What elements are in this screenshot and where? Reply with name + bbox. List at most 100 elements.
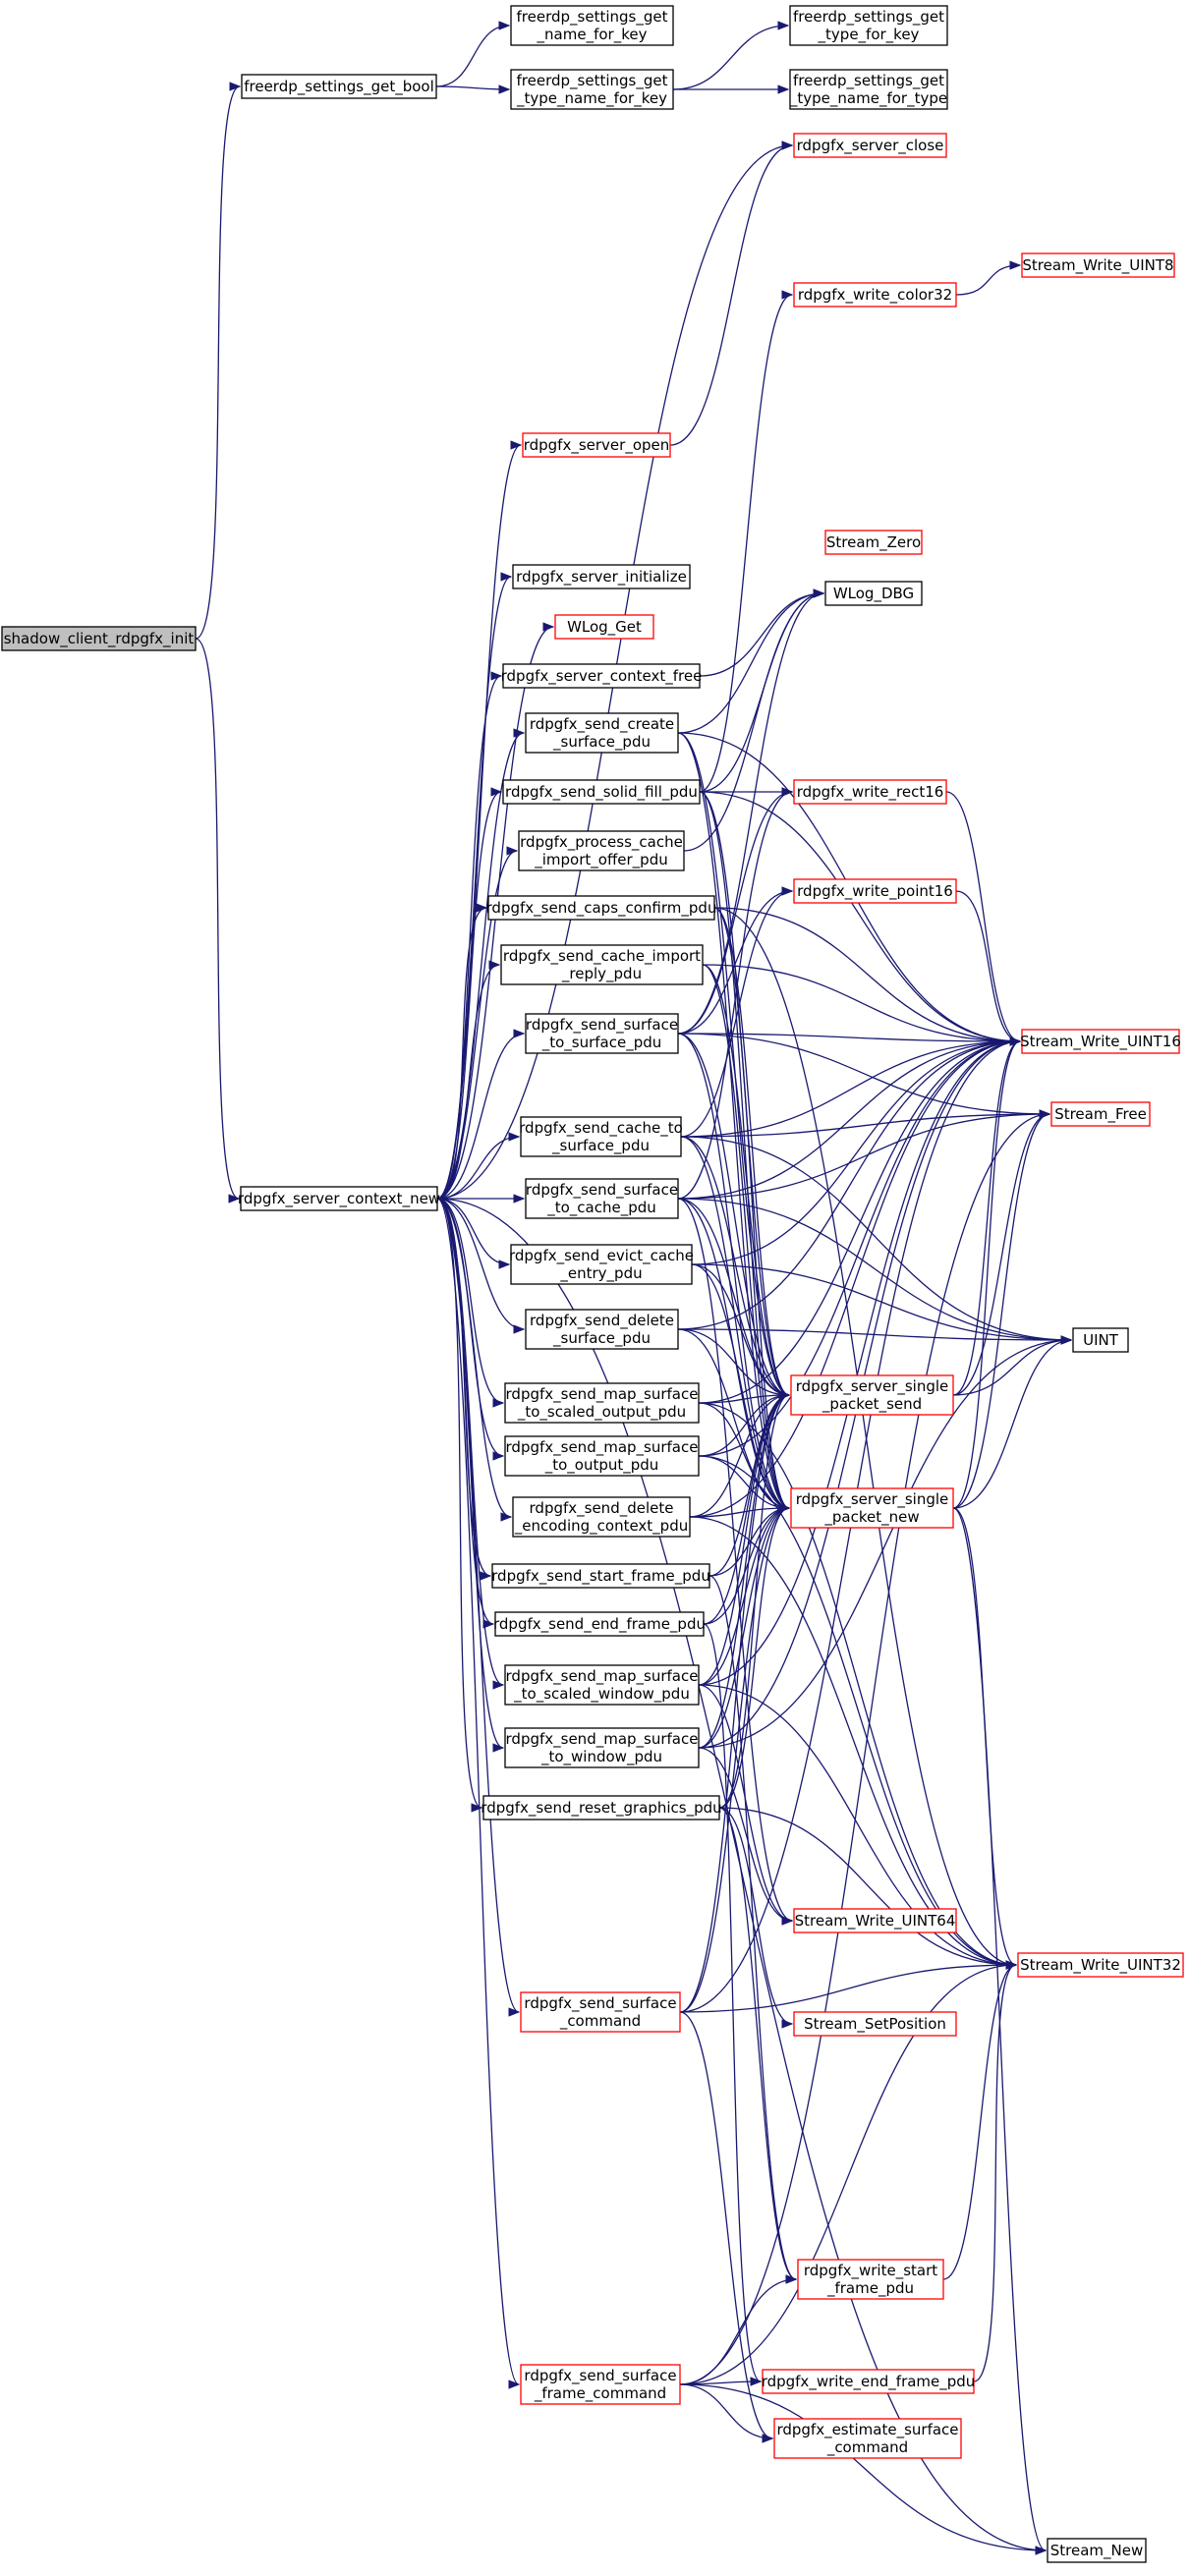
node-setpos[interactable]: Stream_SetPosition [793, 2011, 957, 2037]
edge-mapscaledout-to-uint16 [698, 1036, 1022, 1404]
node-cacheimport[interactable]: rdpgfx_process_cache_import_offer_pdu [518, 830, 685, 871]
node-estimate[interactable]: rdpgfx_estimate_surface_command [773, 2418, 962, 2459]
edge-createsurf-to-singlenew [677, 732, 791, 1513]
node-deleteenc[interactable]: rdpgfx_send_delete_encoding_context_pdu [512, 1496, 691, 1538]
node-open[interactable]: rdpgfx_server_open [522, 432, 671, 458]
node-label: _surface_pdu [552, 733, 651, 752]
node-label: rdpgfx_send_map_surface [506, 1730, 699, 1749]
edge-solidfill-to-wlogdbg [699, 588, 825, 793]
node-box-surftocache [525, 1178, 679, 1219]
edge-surfframecmd-to-estimate [679, 2383, 774, 2443]
node-close[interactable]: rdpgfx_server_close [793, 133, 947, 158]
node-label: _to_cache_pdu [546, 1199, 656, 1217]
edge-surfframecmd-to-writestart [679, 2274, 798, 2385]
node-capsconfirm[interactable]: rdpgfx_send_caps_confirm_pdu [486, 895, 717, 921]
node-label: freerdp_settings_get [793, 8, 944, 27]
node-label: rdpgfx_send_map_surface [506, 1438, 699, 1457]
node-typenamekey[interactable]: freerdp_settings_get_type_name_for_key [510, 69, 674, 110]
edge-cachetosurf-to-sfree [680, 1109, 1051, 1138]
edge-surftosurf-to-wlogdbg [677, 588, 825, 1035]
node-mapwin[interactable]: rdpgfx_send_map_surface_to_window_pdu [504, 1727, 700, 1768]
node-color32[interactable]: rdpgfx_write_color32 [793, 282, 957, 308]
node-box-cachetosurf [520, 1116, 682, 1157]
edge-ctxnew-to-mapwin [436, 1198, 505, 1753]
edge-surfframecmd-to-snew [679, 2383, 1048, 2555]
node-label: rdpgfx_send_start_frame_pdu [491, 1567, 710, 1586]
node-surftosurf[interactable]: rdpgfx_send_surface_to_surface_pdu [525, 1013, 679, 1054]
node-cachereply[interactable]: rdpgfx_send_cache_import_reply_pdu [500, 944, 704, 985]
node-label: rdpgfx_send_surface [526, 1181, 678, 1200]
node-uint32[interactable]: Stream_Write_UINT32 [1017, 1952, 1184, 1978]
node-surftocache[interactable]: rdpgfx_send_surface_to_cache_pdu [525, 1178, 679, 1219]
node-label: rdpgfx_send_cache_to [519, 1119, 683, 1138]
node-cachetosurf[interactable]: rdpgfx_send_cache_to_surface_pdu [519, 1116, 683, 1157]
node-singlesend[interactable]: rdpgfx_server_single_packet_send [790, 1374, 954, 1416]
node-box-evictcache [510, 1244, 693, 1285]
edge-mapscaledwin-to-uint16 [698, 1036, 1022, 1686]
edge-surfframecmd-to-sfree [679, 1109, 1051, 2385]
node-startframe[interactable]: rdpgfx_send_start_frame_pdu [491, 1563, 710, 1589]
node-box-deleteenc [512, 1496, 691, 1538]
node-writeend[interactable]: rdpgfx_write_end_frame_pdu [762, 2369, 976, 2394]
node-rect16[interactable]: rdpgfx_write_rect16 [793, 779, 947, 805]
edge-ctxnew-to-surftosurf [436, 1029, 526, 1200]
node-snew[interactable]: Stream_New [1047, 2538, 1147, 2563]
node-singlenew[interactable]: rdpgfx_server_single_packet_new [790, 1487, 954, 1529]
node-label: WLog_Get [567, 618, 642, 637]
node-endframe[interactable]: rdpgfx_send_end_frame_pdu [493, 1611, 706, 1637]
node-root[interactable]: shadow_client_rdpgfx_init [1, 626, 197, 651]
node-label: _import_offer_pdu [534, 851, 667, 869]
edge-singlesend-to-sfree [952, 1109, 1051, 1396]
node-label: _surface_pdu [552, 1329, 651, 1348]
edge-surfcmd-to-singlesend [679, 1390, 791, 2013]
node-sfree[interactable]: Stream_Free [1050, 1101, 1151, 1127]
node-deletesurf[interactable]: rdpgfx_send_delete_surface_pdu [525, 1309, 679, 1350]
edge-cachetosurf-to-point16 [680, 886, 794, 1138]
node-box-close [793, 133, 947, 158]
node-label: _to_window_pdu [540, 1748, 662, 1766]
node-typekey[interactable]: freerdp_settings_get_type_for_key [789, 5, 948, 46]
node-label: Stream_Write_UINT32 [1020, 1956, 1181, 1975]
node-label: _command [826, 2438, 908, 2457]
node-uint16[interactable]: Stream_Write_UINT16 [1020, 1029, 1181, 1054]
node-box-typenametype [789, 69, 948, 110]
edge-singlesend-to-uint [952, 1335, 1073, 1396]
edge-surftosurf-to-uint16 [677, 1033, 1022, 1046]
node-zero[interactable]: Stream_Zero [824, 530, 923, 555]
node-ctxnew[interactable]: rdpgfx_server_context_new [238, 1186, 440, 1211]
edge-ctxnew-to-cachereply [436, 960, 501, 1200]
node-label: Stream_Zero [826, 533, 921, 552]
node-uint64[interactable]: Stream_Write_UINT64 [793, 1908, 957, 1933]
edge-root-to-ctxnew [195, 638, 241, 1204]
edge-createsurf-to-singlesend [677, 732, 791, 1400]
node-createsurf[interactable]: rdpgfx_send_create_surface_pdu [525, 712, 679, 754]
node-mapscaledout[interactable]: rdpgfx_send_map_surface_to_scaled_output… [504, 1382, 700, 1424]
edge-resetgfx-to-uint32 [718, 1807, 1018, 1970]
node-mapscaledwin[interactable]: rdpgfx_send_map_surface_to_scaled_window… [504, 1664, 700, 1706]
node-namekey[interactable]: freerdp_settings_get_name_for_key [510, 5, 674, 46]
node-evictcache[interactable]: rdpgfx_send_evict_cache_entry_pdu [509, 1244, 694, 1285]
edge-deletesurf-to-uint [677, 1328, 1073, 1345]
edge-startframe-to-singlenew [708, 1503, 791, 1577]
node-ctxfree[interactable]: rdpgfx_server_context_free [501, 663, 703, 689]
node-wlogdbg[interactable]: WLog_DBG [824, 581, 923, 606]
node-uint8[interactable]: Stream_Write_UINT8 [1021, 252, 1175, 278]
node-mapout[interactable]: rdpgfx_send_map_surface_to_output_pdu [504, 1435, 700, 1477]
node-wlogget[interactable]: WLog_Get [554, 614, 654, 640]
edge-ctxnew-to-capsconfirm [436, 903, 488, 1200]
node-uint[interactable]: UINT [1072, 1327, 1129, 1353]
node-point16[interactable]: rdpgfx_write_point16 [793, 878, 957, 904]
node-resetgfx[interactable]: rdpgfx_send_reset_graphics_pdu [481, 1795, 722, 1820]
edge-cacheimport-to-wlogdbg [683, 588, 825, 852]
node-solidfill[interactable]: rdpgfx_send_solid_fill_pdu [502, 779, 701, 805]
node-surfcmd[interactable]: rdpgfx_send_surface_command [520, 1991, 681, 2033]
node-surfframecmd[interactable]: rdpgfx_send_surface_frame_command [520, 2364, 681, 2405]
node-label: rdpgfx_server_context_free [501, 667, 703, 686]
node-init[interactable]: rdpgfx_server_initialize [512, 564, 691, 589]
node-typenametype[interactable]: freerdp_settings_get_type_name_for_type [789, 69, 948, 110]
edge-ctxnew-to-mapout [436, 1198, 505, 1461]
edge-resetgfx-to-singlenew [718, 1503, 791, 1809]
node-bool[interactable]: freerdp_settings_get_bool [241, 74, 437, 99]
node-writestart[interactable]: rdpgfx_write_start_frame_pdu [797, 2259, 944, 2300]
node-box-open [522, 432, 671, 458]
